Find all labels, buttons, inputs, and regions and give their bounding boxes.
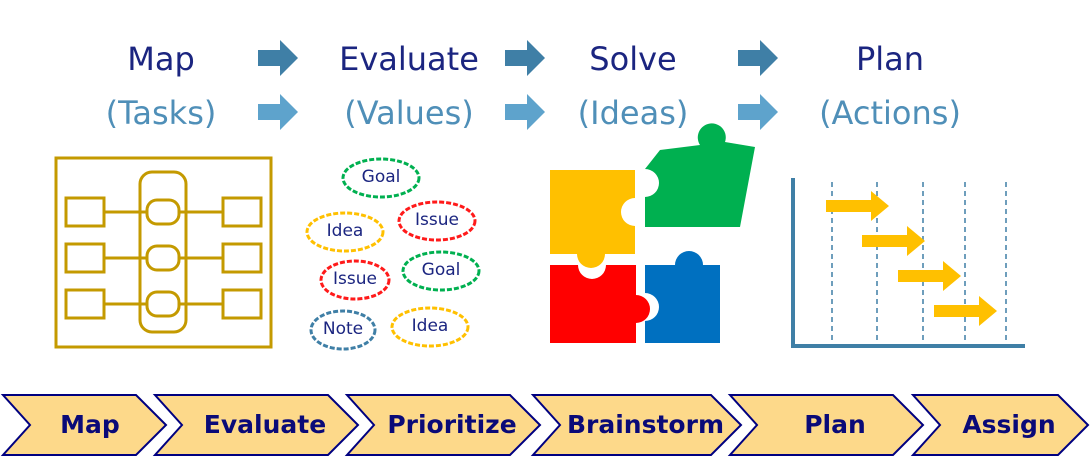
arrow-right-icon [934, 296, 997, 326]
cloud-label: Goal [361, 167, 401, 187]
arrow-right-icon [898, 261, 961, 291]
step-map: Map [60, 410, 120, 439]
arrow-right-icon [258, 40, 298, 76]
step-brainstorm: Brainstorm [566, 410, 724, 439]
arrow-right-icon [505, 94, 545, 130]
stage-subtitle-plan: (Actions) [819, 94, 961, 132]
cloud-label: Issue [333, 269, 377, 289]
stage-subtitle-map: (Tasks) [105, 94, 217, 132]
arrow-right-icon [738, 94, 778, 130]
task-map-icon [54, 156, 273, 349]
stage-title-evaluate: Evaluate [339, 40, 479, 78]
step-evaluate: Evaluate [203, 410, 327, 439]
step-plan: Plan [804, 410, 866, 439]
arrow-right-icon [738, 40, 778, 76]
arrow-right-icon [826, 191, 889, 221]
step-assign: Assign [962, 410, 1056, 439]
gantt-chart-icon [791, 178, 1025, 348]
arrow-right-icon [862, 226, 925, 256]
cloud-label: Issue [415, 210, 459, 230]
stage-title-solve: Solve [589, 40, 677, 78]
idea-clouds [305, 157, 481, 351]
stage-subtitle-solve: (Ideas) [577, 94, 689, 132]
stage-title-plan: Plan [855, 40, 925, 78]
cloud-label: Idea [411, 316, 449, 336]
cloud-label: Goal [421, 260, 461, 280]
process-chevrons [0, 394, 1090, 456]
step-prioritize: Prioritize [387, 410, 517, 439]
stage-subtitle-evaluate: (Values) [344, 94, 474, 132]
stage-title-map: Map [127, 40, 195, 78]
cloud-label: Note [322, 319, 364, 339]
arrow-right-icon [505, 40, 545, 76]
arrow-right-icon [258, 94, 298, 130]
flow-arrows-light [258, 94, 778, 130]
puzzle-icon [550, 123, 755, 343]
cloud-label: Idea [326, 221, 364, 241]
flow-arrows [258, 40, 778, 76]
